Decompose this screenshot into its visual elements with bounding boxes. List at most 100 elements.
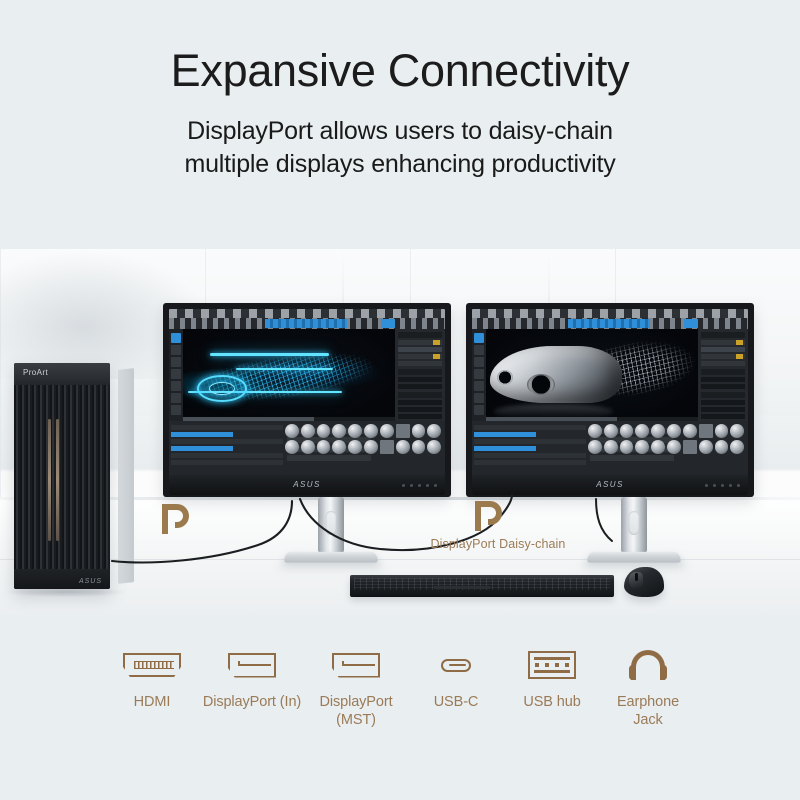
port-label-displayport-in: DisplayPort (In) <box>202 694 302 710</box>
material-swatch <box>285 439 299 454</box>
tower-front-panel: ProArt ASUS <box>14 363 110 589</box>
desk-front-line <box>0 559 800 560</box>
asus-logo-monitor-left: ASUS <box>293 480 321 489</box>
monitor-right-screen <box>472 309 748 475</box>
panel-row <box>398 340 442 345</box>
control-row <box>474 460 586 465</box>
app-bottom-panel <box>472 421 748 475</box>
port-label-line-2: Jack <box>633 712 663 729</box>
proart-desktop-tower: ProArt ASUS <box>14 363 134 589</box>
material-swatch-grid <box>285 424 442 454</box>
car-wheel <box>496 370 513 385</box>
material-swatch <box>698 439 713 454</box>
car-highlight-line <box>209 352 329 356</box>
app-3d-viewport <box>183 329 395 421</box>
tool-icon <box>474 405 484 415</box>
panel-field <box>398 407 442 412</box>
material-swatch <box>364 424 378 438</box>
material-swatch <box>635 439 650 454</box>
panel-header <box>398 392 442 398</box>
material-swatch-grid <box>588 424 745 454</box>
material-swatch <box>667 439 681 454</box>
port-label-hdmi: HDMI <box>133 694 171 710</box>
osd-buttons[interactable] <box>402 484 437 487</box>
port-item-hdmi: HDMI <box>104 643 200 711</box>
control-row <box>590 455 674 461</box>
usb-c-port-icon <box>408 643 504 687</box>
viewport-scrollbar[interactable] <box>183 417 395 421</box>
tower-top-bar <box>14 363 110 385</box>
tool-icon <box>171 393 181 403</box>
mouse-scroll-wheel[interactable] <box>635 573 638 581</box>
material-swatch <box>730 439 745 454</box>
panel-row <box>701 361 745 366</box>
monitor-left-screen <box>169 309 445 475</box>
header-section: Expansive Connectivity DisplayPort allow… <box>0 0 800 250</box>
tool-icon <box>171 333 181 343</box>
port-label-displayport-mst: DisplayPort (MST) <box>304 693 408 729</box>
material-swatch <box>651 424 666 438</box>
app-menu-bar <box>169 309 445 318</box>
stand-neck <box>621 497 647 553</box>
material-swatch <box>364 439 378 454</box>
app-workspace <box>472 329 748 475</box>
material-swatch <box>635 424 650 438</box>
tool-icon <box>171 345 181 355</box>
material-swatch <box>300 439 315 454</box>
app-left-toolbar <box>169 329 183 421</box>
port-item-earphone-jack: Earphone Jack <box>600 643 696 729</box>
port-label-earphone-jack: Earphone Jack <box>600 693 696 729</box>
control-row <box>590 437 674 443</box>
control-row <box>287 437 371 443</box>
material-swatch <box>379 439 394 454</box>
panel-row <box>701 340 745 345</box>
monitor-right-chin: ASUS <box>472 475 748 495</box>
panel-field <box>701 414 745 419</box>
control-row <box>474 439 586 444</box>
displayport-logo-badge-center <box>472 499 502 533</box>
car-reflection <box>494 404 614 420</box>
hdmi-port-icon <box>104 643 200 687</box>
panel-field <box>701 407 745 412</box>
port-item-usb-hub: USB hub <box>504 643 600 711</box>
keyboard[interactable] <box>350 575 614 597</box>
app-right-panel <box>698 329 748 440</box>
monitor-left: ASUS <box>163 303 451 497</box>
product-photo-scene: ProArt ASUS <box>0 249 800 615</box>
panel-header <box>701 332 745 338</box>
control-row <box>287 455 371 461</box>
viewport-scrollbar[interactable] <box>486 417 698 421</box>
osd-buttons[interactable] <box>705 484 740 487</box>
subtitle-line-1: DisplayPort allows users to daisy-chain <box>187 117 613 145</box>
monitor-right: ASUS <box>466 303 754 497</box>
mouse[interactable] <box>624 567 664 597</box>
control-row-active <box>171 446 233 451</box>
usb-hub-icon <box>504 643 600 687</box>
material-swatch <box>348 439 363 454</box>
material-swatch <box>714 439 729 454</box>
panel-field <box>398 377 442 382</box>
material-swatch <box>682 424 697 438</box>
panel-field <box>398 414 442 419</box>
monitor-right-stand <box>585 497 683 563</box>
monitor-right-bezel: ASUS <box>466 303 754 497</box>
displayport-logo-badge-left <box>159 502 189 536</box>
toolbar-active-group <box>568 319 650 328</box>
keyboard-keys <box>354 578 610 590</box>
stand-cable-hole <box>325 511 337 535</box>
panel-field <box>398 384 442 389</box>
daisy-chain-caption: DisplayPort Daisy-chain <box>430 537 566 551</box>
app-tool-bar <box>472 318 748 329</box>
material-swatch <box>682 439 697 454</box>
material-swatch <box>411 439 426 454</box>
tool-icon <box>171 369 181 379</box>
toolbar-active-group <box>265 319 347 328</box>
tower-accent-strip <box>48 419 51 541</box>
bottom-left-controls <box>474 423 586 469</box>
tool-icon <box>171 405 181 415</box>
tool-icon <box>474 345 484 355</box>
panel-row <box>701 347 745 352</box>
tool-icon <box>171 381 181 391</box>
control-row <box>474 453 586 458</box>
material-swatch <box>603 439 618 454</box>
